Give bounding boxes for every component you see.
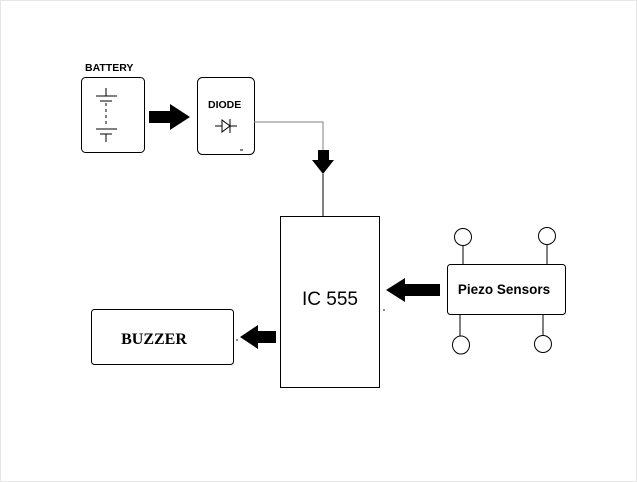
buzzer-label: BUZZER: [121, 331, 187, 348]
ic555-label: IC 555: [302, 289, 358, 310]
piezo-sensors-label: Piezo Sensors: [458, 282, 550, 297]
wire-diode-to-ic: [254, 121, 324, 150]
buzzer-box: [91, 309, 234, 365]
diode-label: DIODE: [208, 99, 241, 111]
arrow-sensors-to-ic: [386, 278, 440, 302]
piezo-sensor-icon: [452, 227, 556, 355]
arrow-battery-to-diode: [149, 104, 190, 130]
diode-symbol-icon: [215, 119, 237, 133]
battery-box: [81, 77, 145, 153]
piezo-sensors-box: [447, 264, 566, 315]
buzzer-block: BUZZER: [91, 309, 238, 365]
ic555-block: IC 555: [280, 216, 385, 388]
piezo-sensors-block: Piezo Sensors: [447, 227, 566, 355]
diode-box: [197, 77, 255, 155]
arrow-diode-to-ic: [312, 150, 334, 174]
battery-block: BATTERY: [81, 62, 145, 153]
battery-cells-icon: [96, 88, 117, 142]
arrow-ic-to-buzzer: [240, 325, 276, 349]
diode-block: DIODE: [197, 77, 255, 155]
ic555-box: [280, 216, 380, 388]
battery-label: BATTERY: [85, 62, 133, 74]
